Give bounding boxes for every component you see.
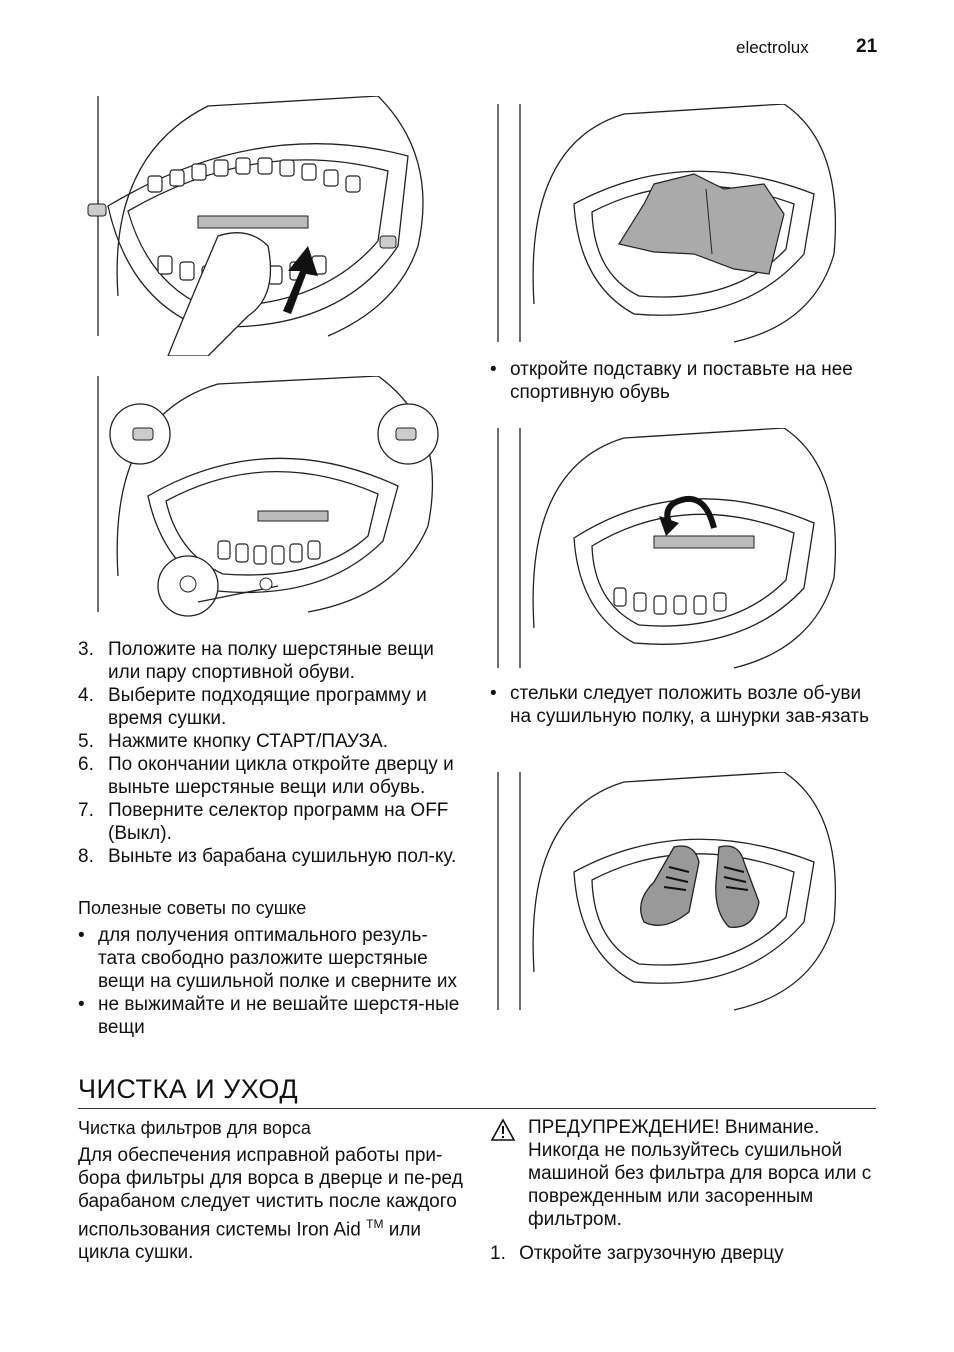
step-number: 4. — [78, 685, 94, 706]
warning-text: Внимание. Никогда не пользуйтесь сушильн… — [528, 1117, 872, 1230]
section-body: Для обеспечения исправной работы при-бор… — [78, 1144, 468, 1264]
list-item: •откройте подставку и поставьте на нее с… — [490, 359, 853, 403]
list-item: 8. Выньте из барабана сушильную пол-ку. — [78, 845, 470, 868]
step-text: Нажмите кнопку СТАРТ/ПАУЗА. — [108, 731, 388, 752]
bullet-text: откройте подставку и поставьте на нее сп… — [510, 359, 853, 403]
brand-name: electrolux — [736, 38, 809, 57]
figure-insert-shelf — [87, 96, 424, 356]
tips-heading: Полезные советы по сушке — [78, 898, 307, 918]
warning-label: ПРЕДУПРЕЖДЕНИЕ! — [528, 1117, 720, 1138]
figure-shoes-on-stand — [497, 772, 837, 1011]
list-item: •для получения оптимального резуль-тата … — [78, 925, 457, 992]
bullet-text: стельки следует положить возле об-уви на… — [510, 683, 869, 727]
step-number: 7. — [78, 800, 94, 821]
step-text: Выберите подходящие программу и время су… — [108, 685, 427, 729]
step-number: 8. — [78, 846, 94, 867]
steps-list: 3. Положите на полку шерстяные вещи или п… — [78, 638, 470, 868]
tip-text: не выжимайте и не вешайте шерстя-ные вещ… — [98, 994, 460, 1038]
tips-list: •для получения оптимального резуль-тата … — [78, 924, 464, 1039]
step-text: По окончании цикла откройте дверцу и вын… — [108, 754, 454, 798]
right-bullet-list-1: •откройте подставку и поставьте на нее с… — [490, 358, 870, 404]
list-item: 3. Положите на полку шерстяные вещи или п… — [78, 638, 470, 684]
list-item: •стельки следует положить возле об-уви н… — [490, 683, 869, 727]
list-item: 7. Поверните селектор программ на OFF (Вы… — [78, 799, 470, 845]
right-bullet-list-2: •стельки следует положить возле об-уви н… — [490, 682, 876, 728]
body-text-end: или цикла сушки. — [78, 1219, 422, 1264]
list-item: 5. Нажмите кнопку СТАРТ/ПАУЗА. — [78, 730, 470, 753]
step-number: 3. — [78, 639, 94, 660]
section-subheading: Чистка фильтров для ворса — [78, 1118, 311, 1138]
figure-clothes-on-shelf — [497, 104, 837, 343]
figure-open-stand — [497, 428, 837, 669]
warning-block: ПРЕДУПРЕЖДЕНИЕ! Внимание. Никогда не пол… — [528, 1116, 874, 1231]
step-text: Положите на полку шерстяные вещи или пар… — [108, 639, 434, 683]
list-item: 6. По окончании цикла откройте дверцу и в… — [78, 753, 470, 799]
list-item: 4. Выберите подходящие программу и время … — [78, 684, 470, 730]
section-divider — [78, 1108, 876, 1109]
step-text: Откройте загрузочную дверцу — [519, 1243, 784, 1264]
step-number: 6. — [78, 754, 94, 775]
step-text: Выньте из барабана сушильную пол-ку. — [108, 846, 457, 867]
tip-text: для получения оптимального резуль-тата с… — [98, 925, 457, 992]
page-number: 21 — [856, 36, 878, 57]
body-text: Для обеспечения исправной работы при-бор… — [78, 1145, 463, 1241]
list-item: •не выжимайте и не вешайте шерстя-ные ве… — [78, 994, 460, 1038]
open-door-step: 1. Откройте загрузочную дверцу — [490, 1242, 784, 1265]
step-number: 5. — [78, 731, 94, 752]
step-text: Поверните селектор программ на OFF (Выкл… — [108, 800, 449, 844]
trademark-mark: TM — [366, 1217, 384, 1231]
warning-triangle-icon — [490, 1118, 516, 1141]
step-number: 1. — [490, 1243, 506, 1264]
section-title: ЧИСТКА И УХОД — [78, 1074, 299, 1104]
figure-fix-shelf — [97, 376, 439, 617]
